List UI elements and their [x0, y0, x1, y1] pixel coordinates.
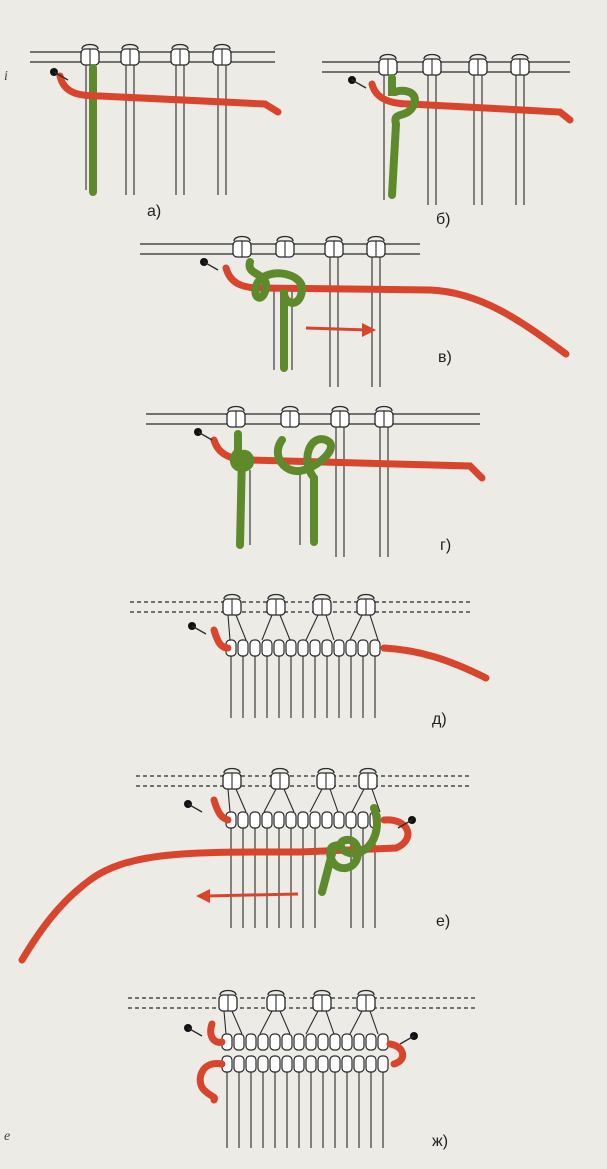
panel-v: в)	[140, 237, 566, 388]
panel-a: а)	[30, 45, 278, 221]
edge-letter-bottom: e	[4, 1129, 10, 1144]
edge-letter-top: i	[4, 69, 8, 84]
panel-d: д)	[130, 595, 486, 729]
panel-zh-label: ж)	[432, 1133, 448, 1150]
panel-b-label: б)	[436, 211, 451, 228]
panel-e-label: е)	[436, 913, 450, 930]
panel-zh: ж)	[128, 991, 476, 1151]
panel-g: г)	[146, 407, 482, 558]
panel-v-label: в)	[438, 349, 452, 366]
panel-d-label: д)	[432, 711, 447, 728]
panel-b: б)	[322, 55, 570, 229]
panel-g-label: г)	[440, 537, 451, 554]
panel-e: е)	[22, 769, 472, 961]
panel-a-label: а)	[147, 203, 161, 220]
